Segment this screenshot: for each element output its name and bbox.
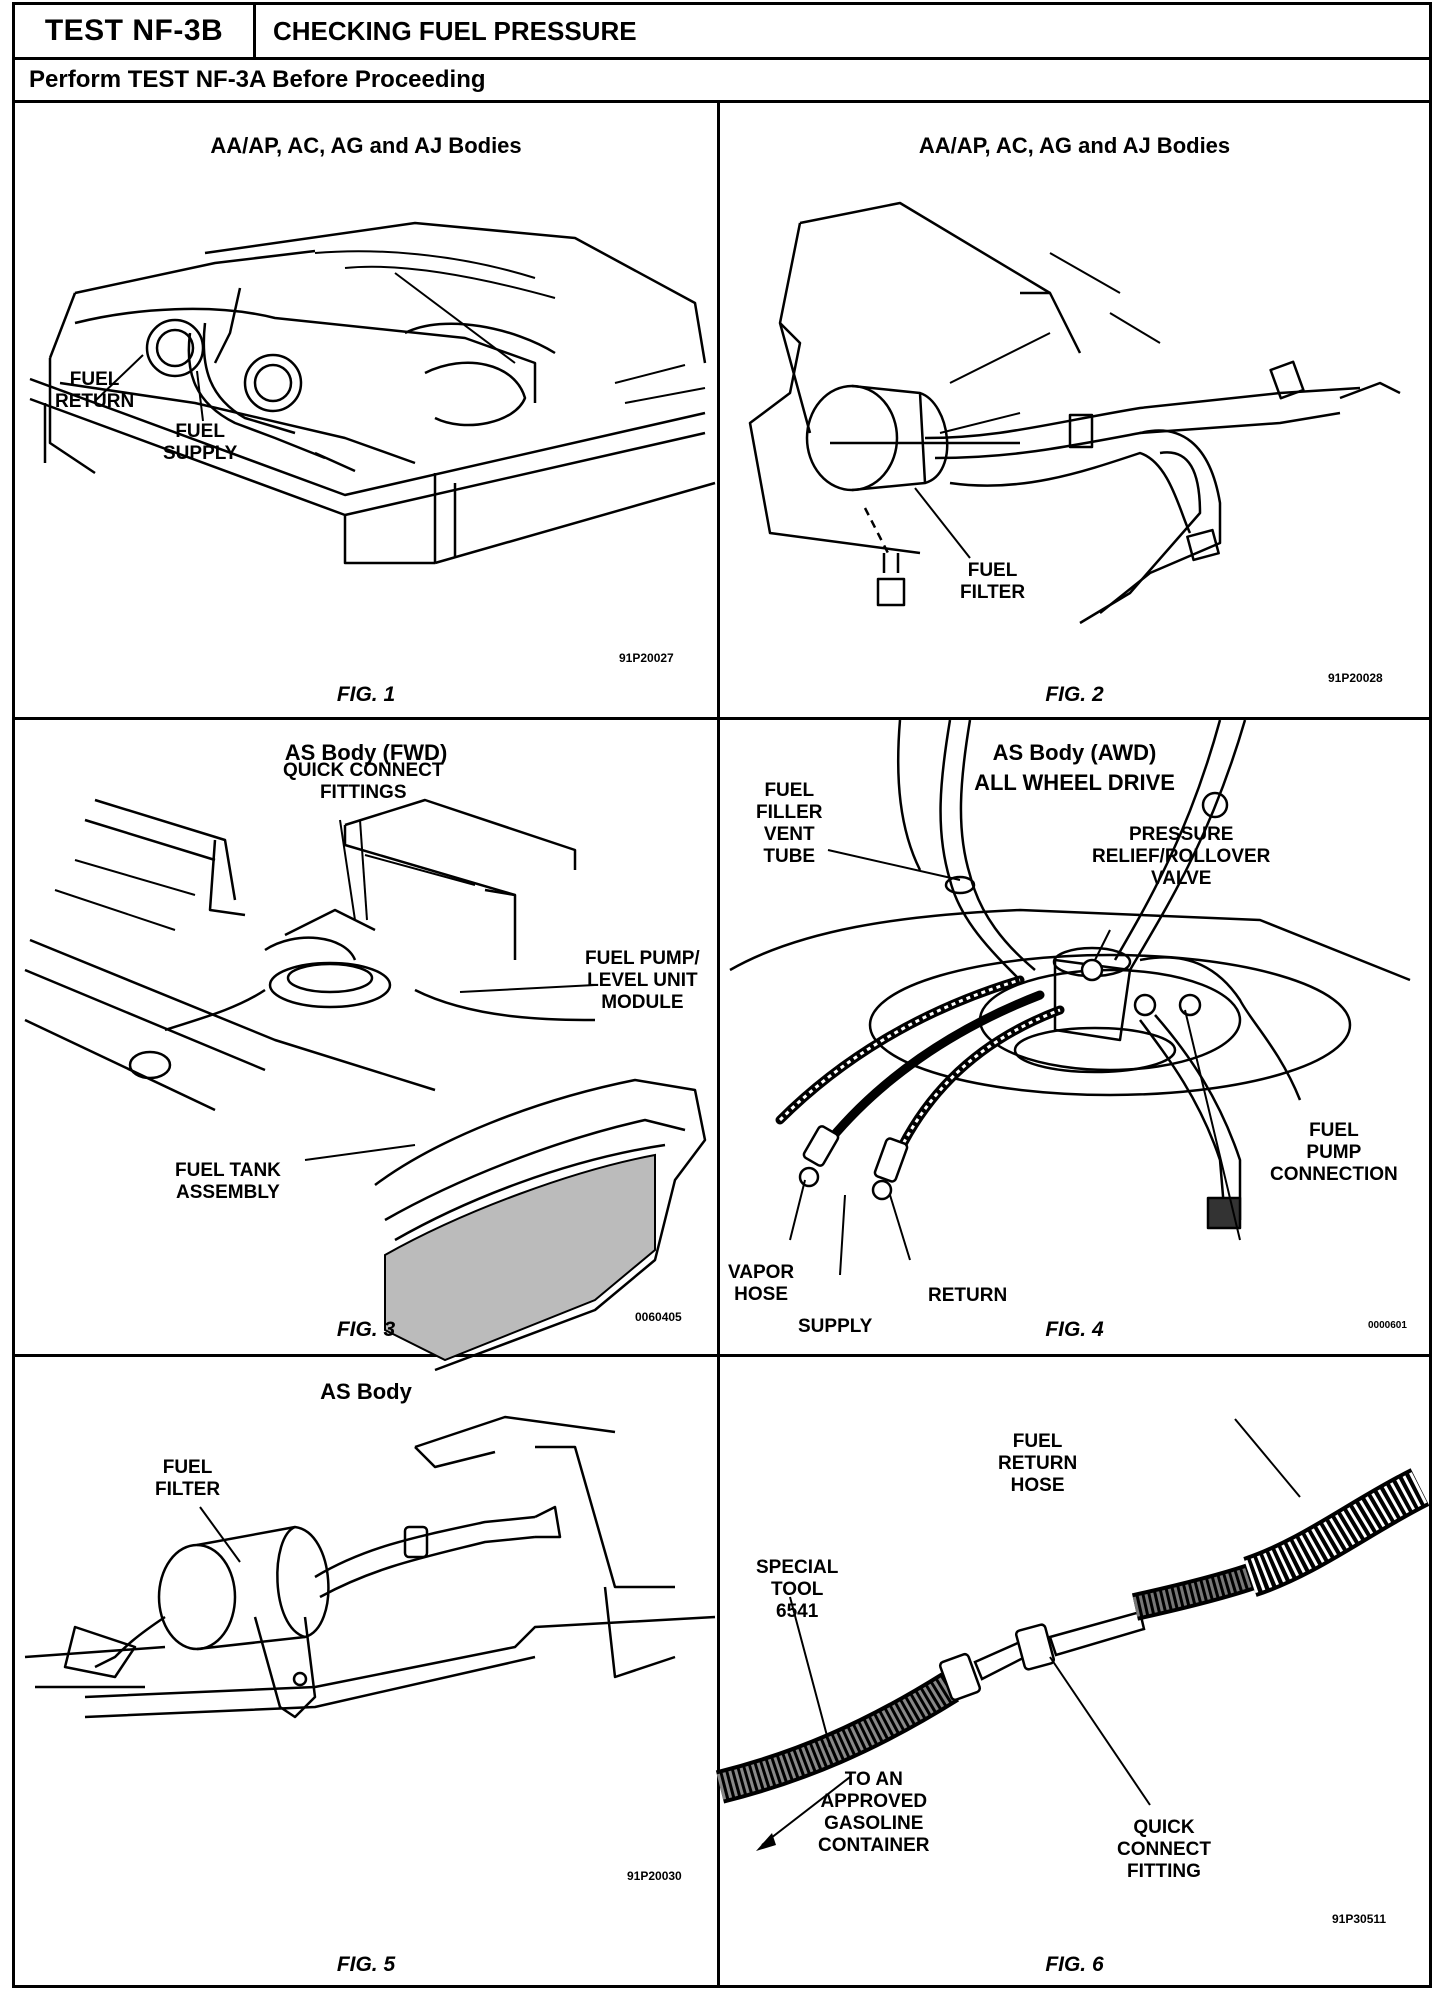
leader-quick-connect [1049,1656,1151,1806]
fuel-pump-awd-drawing [729,719,1411,1276]
panel-title: AS Body [320,1379,412,1404]
special-tool-hookup-drawing [715,1418,1430,1851]
leader-quick-connect-1 [339,819,356,921]
fuel-filter-as-drawing [24,1415,716,1719]
leader-fuel-supply [196,370,204,422]
figure-caption: FIG. 6 [1045,1953,1104,1976]
figure-caption: FIG. 2 [1045,683,1104,706]
figure-caption: FIG. 4 [1045,1318,1104,1341]
label-supply: SUPPLY [798,1316,873,1337]
figure-code: 91P20027 [619,651,674,665]
prerequisite-row: Perform TEST NF-3A Before Proceeding [15,60,1429,103]
figure-code: 91P30511 [1332,1912,1387,1926]
panel-title: AS Body (FWD) [284,740,448,765]
figure-code: 91P20028 [1328,671,1383,685]
grid-divider-row-1 [15,717,1429,720]
grid-divider-vertical [717,103,720,1988]
figure-code: 0060405 [635,1310,682,1324]
panel-fig-3: AS Body (FWD) [15,720,717,1372]
prerequisite-text: Perform TEST NF-3A Before Proceeding [29,66,486,93]
test-sheet: TEST NF-3B CHECKING FUEL PRESSURE Perfor… [12,2,1432,1988]
leader-vapor-hose [789,1179,806,1241]
panel-subtitle: ALL WHEEL DRIVE [974,770,1175,795]
tank-shield-shading [384,1153,656,1362]
fuel-tank-lines-drawing [29,221,716,565]
leader-special-tool [789,1596,831,1748]
leader-pump-module [459,984,596,993]
test-number: TEST NF-3B [15,5,256,57]
leader-fuel-filter [914,487,971,559]
leader-relief-valve [1094,929,1111,961]
figure-caption: FIG. 3 [336,1318,396,1341]
figure-code: 91P20030 [627,1869,682,1883]
arrow-to-container [756,1776,851,1851]
figure-code: 0000601 [1368,1320,1407,1331]
panel-fig-4: AS Body (AWD) ALL WHEEL DRIVE [720,719,1429,1354]
leader-supply [839,1194,846,1276]
panel-title: AA/AP, AC, AG and AJ Bodies [918,133,1231,158]
header-row: TEST NF-3B CHECKING FUEL PRESSURE [15,5,1429,60]
figure-caption: FIG. 1 [336,683,396,706]
panel-fig-5: AS Body [15,1357,717,1987]
grid-divider-row-2 [15,1354,1429,1357]
leader-return [889,1194,911,1261]
leader-fuel-return [94,354,144,402]
leader-vent-tube [827,849,961,881]
panel-title: AS Body (AWD) [992,740,1157,765]
figure-caption: FIG. 5 [336,1953,396,1976]
panel-title: AA/AP, AC, AG and AJ Bodies [210,133,522,158]
test-title: CHECKING FUEL PRESSURE [273,16,637,46]
panel-fig-1: AA/AP, AC, AG and AJ Bodies [15,103,717,717]
leader-tank-assembly [304,1144,416,1161]
fuel-filter-drawing [748,201,1401,625]
leader-return-hose [1234,1418,1301,1498]
fuel-tank-fwd-drawing [24,798,707,1372]
leader-fuel-filter [199,1506,241,1563]
leader-pump-connection [1184,1009,1241,1241]
leader-quick-connect-2 [359,819,368,921]
panel-fig-2: AA/AP, AC, AG and AJ Bodies [720,103,1429,717]
label-return: RETURN [928,1285,1008,1306]
